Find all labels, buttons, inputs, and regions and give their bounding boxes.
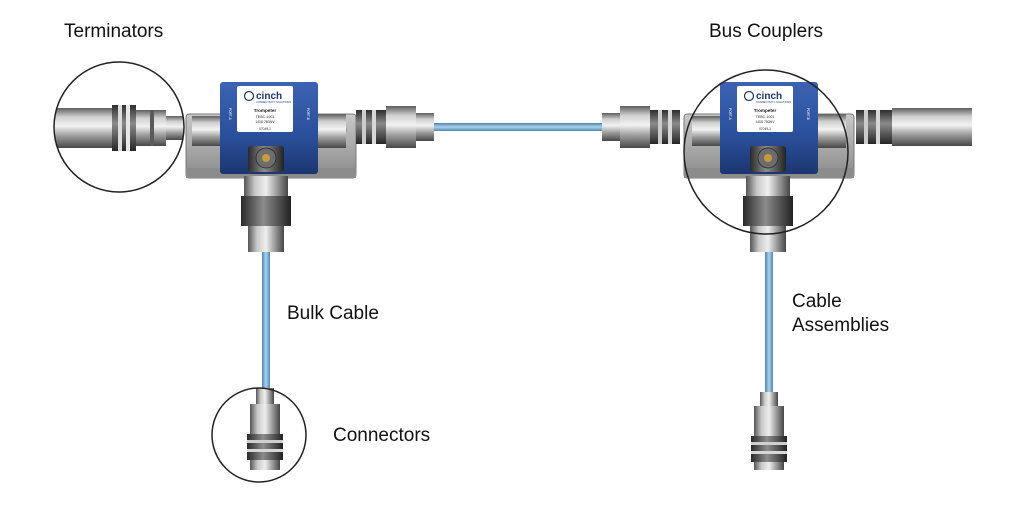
terminator-highlight-circle bbox=[53, 61, 185, 193]
coupler-label-right: cinch CONNECTIVITY SOLUTIONS Trompeter T… bbox=[728, 90, 810, 131]
brand-logo-icon bbox=[743, 90, 755, 102]
label-connectors: Connectors bbox=[333, 425, 431, 446]
coupler-port-right: PORT-B bbox=[806, 108, 810, 120]
label-cable-assemblies-line2: Assemblies bbox=[792, 315, 890, 336]
coupler-brand-tagline: CONNECTIVITY SOLUTIONS bbox=[756, 100, 791, 104]
coupler-code: 07049-1 bbox=[259, 127, 271, 131]
brand-logo-icon bbox=[243, 90, 255, 102]
label-bulk-cable: Bulk Cable bbox=[287, 303, 379, 324]
bus-coupler-highlight-circle bbox=[683, 69, 849, 235]
coupler-spec: 140Ω 75ΩNV bbox=[756, 120, 776, 124]
coupler-brand-tagline: CONNECTIVITY SOLUTIONS bbox=[256, 100, 291, 104]
coupler-port-left: PORT-A bbox=[728, 108, 732, 121]
terminator-right bbox=[856, 108, 972, 146]
bulk-cable-left bbox=[262, 248, 270, 398]
bus-coupler-left bbox=[185, 82, 357, 252]
coupler-maker: Trompeter bbox=[254, 108, 277, 113]
trunk-cable bbox=[432, 123, 604, 131]
coupler-code: 07049-1 bbox=[759, 127, 771, 131]
connector-detail bbox=[211, 387, 307, 483]
coupler-port-right: PORT-B bbox=[306, 108, 310, 120]
coupler-model: TEBC-1001 bbox=[256, 115, 275, 119]
coupler-brand: cinch bbox=[256, 91, 282, 102]
bus-coupler-right bbox=[683, 82, 855, 252]
trunk-connector-left bbox=[356, 106, 434, 148]
coupler-brand: cinch bbox=[756, 91, 782, 102]
connector-highlight-circle bbox=[211, 387, 307, 483]
terminator-detail bbox=[53, 61, 185, 193]
trunk-connector-right bbox=[602, 106, 680, 148]
coupler-label-left: cinch CONNECTIVITY SOLUTIONS Trompeter T… bbox=[228, 90, 310, 131]
label-cable-assemblies: Cable Assemblies bbox=[792, 290, 889, 338]
coupler-spec: 140Ω 75ΩNV bbox=[256, 120, 276, 124]
cable-assembly-connector bbox=[751, 392, 787, 470]
coupler-maker: Trompeter bbox=[754, 108, 777, 113]
coupler-port-left: PORT-A bbox=[228, 108, 232, 121]
cable-assembly-right bbox=[765, 250, 773, 400]
label-bus-couplers: Bus Couplers bbox=[709, 21, 824, 42]
label-cable-assemblies-line1: Cable bbox=[792, 291, 842, 312]
label-terminators: Terminators bbox=[64, 21, 164, 42]
coupler-model: TEBC-1001 bbox=[756, 115, 775, 119]
